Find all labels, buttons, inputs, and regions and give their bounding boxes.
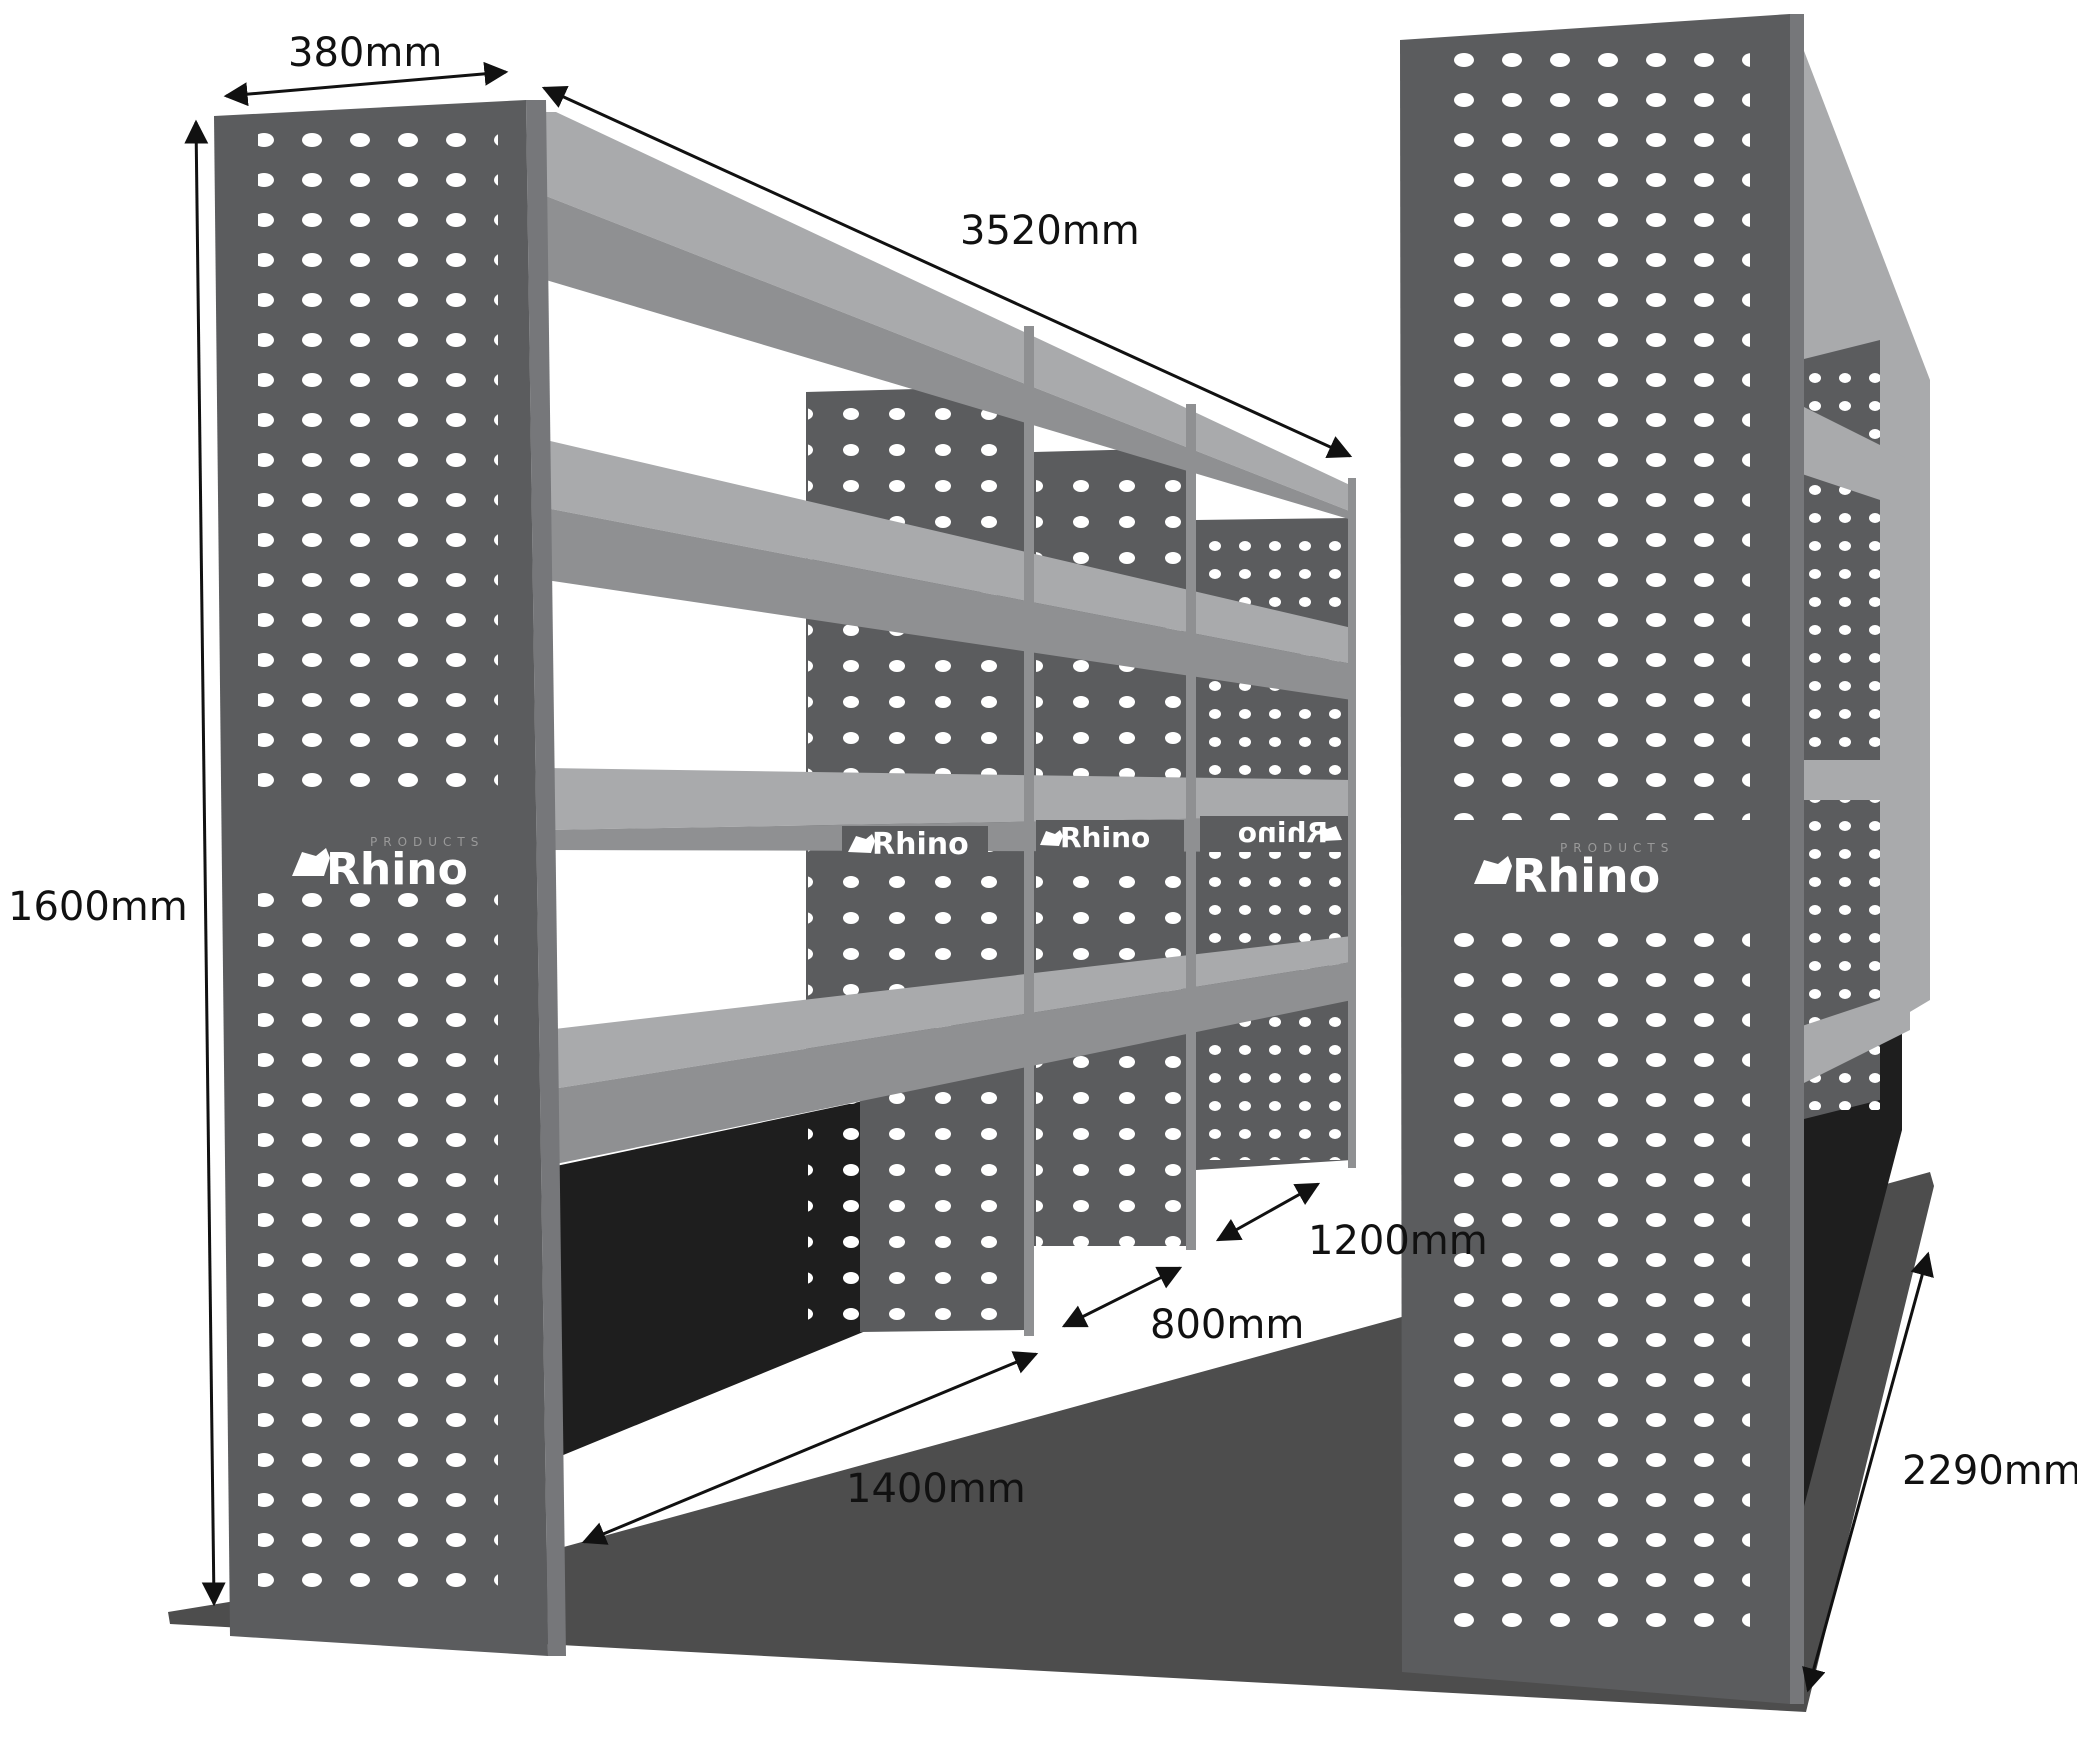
rhino-logo-left: Rhino PRODUCTS xyxy=(286,832,486,895)
rhino-logo-back-1: Rhino xyxy=(842,826,988,864)
rhino-head-icon xyxy=(1040,830,1063,846)
rhino-logo-text: Rhino xyxy=(1060,821,1150,854)
dim-length-label: 3520mm xyxy=(960,208,1140,254)
rhino-head-icon xyxy=(1319,825,1342,841)
dim-bay-2-label: 800mm xyxy=(1150,1302,1304,1348)
rhino-logo-text-mirrored: Rhino xyxy=(1238,816,1328,849)
rhino-head-icon xyxy=(1474,856,1512,884)
rhino-logo-back-3: Rhino xyxy=(1200,816,1348,852)
dimension-lines xyxy=(184,61,1934,1693)
dim-bay-3-label: 1200mm xyxy=(1308,1218,1488,1264)
rhino-logo-text: Rhino xyxy=(326,844,468,895)
rhino-logo-text: Rhino xyxy=(1512,849,1660,903)
rhino-logo-text: Rhino xyxy=(872,827,969,862)
rhino-logo-right: Rhino PRODUCTS xyxy=(1466,838,1694,903)
rhino-head-icon xyxy=(292,848,330,876)
dim-bay-1-label: 1400mm xyxy=(846,1466,1026,1512)
right-rack xyxy=(1400,14,1930,1704)
rhino-logo-tagline: PRODUCTS xyxy=(1560,841,1674,855)
dim-width-label: 380mm xyxy=(288,30,442,76)
dim-height-label: 1600mm xyxy=(8,884,188,930)
left-rack-uprights xyxy=(1024,326,1356,1336)
left-rack-shelves xyxy=(546,112,1352,1166)
rhino-logo-back-2: Rhino xyxy=(1036,820,1184,856)
rhino-logo-tagline: PRODUCTS xyxy=(370,835,484,849)
dim-floor-width-label: 2290mm xyxy=(1902,1448,2077,1494)
rhino-head-icon xyxy=(848,834,875,853)
